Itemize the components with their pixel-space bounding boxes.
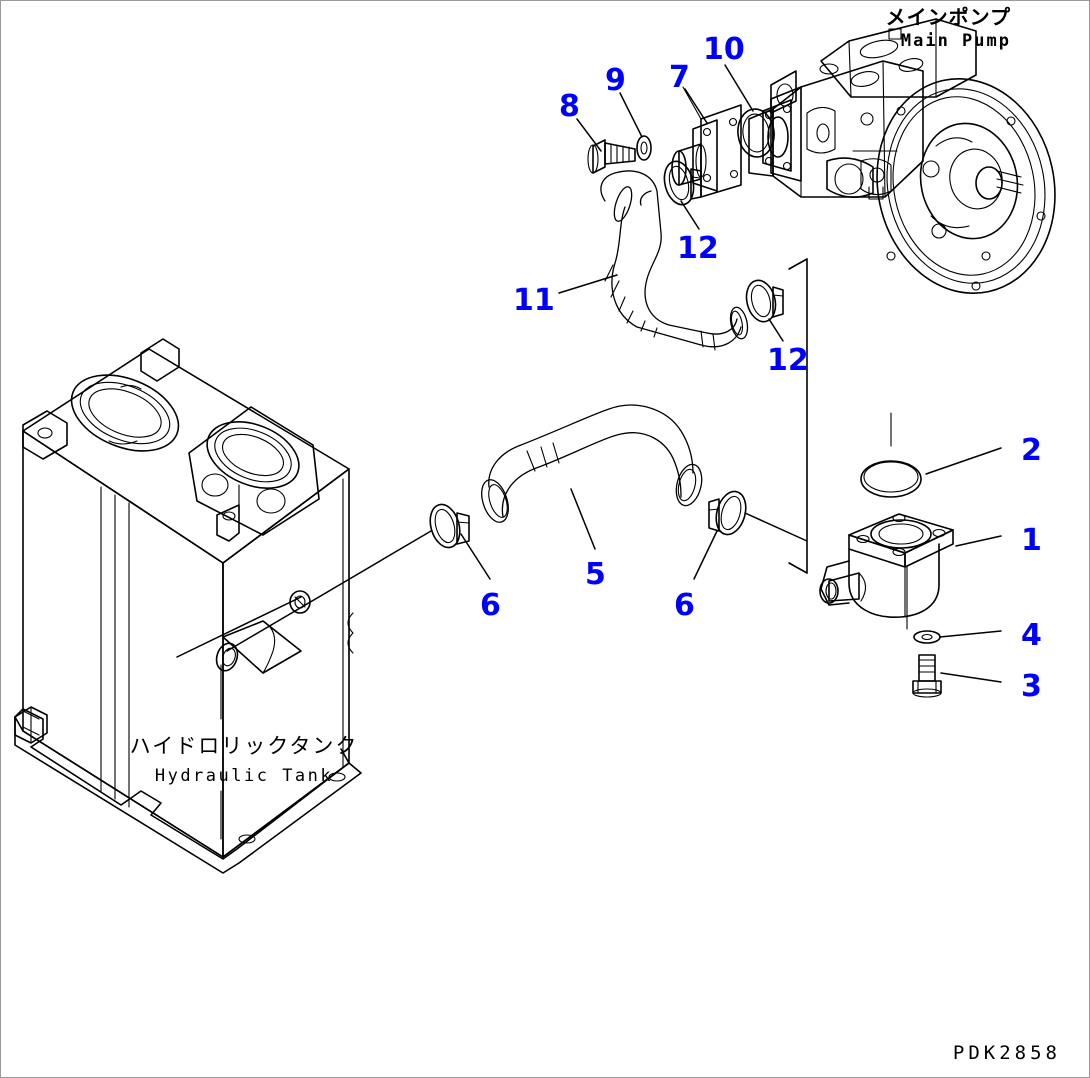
hydraulic-tank-label-jp: ハイドロリックタンク — [130, 734, 359, 758]
main-pump-assembly — [748, 18, 1056, 295]
hydraulic-tank-label-en: Hydraulic Tank — [155, 766, 333, 786]
mounting-bolt-part3 — [912, 654, 942, 698]
hydraulic-tank-label: ハイドロリックタンク Hydraulic Tank — [130, 734, 359, 786]
washer-part4 — [913, 630, 941, 644]
callout-1[interactable]: 1 — [1021, 523, 1042, 558]
callout-numbers: 1 2 3 4 5 6 6 7 8 9 10 11 12 12 — [480, 32, 1042, 704]
leader-2 — [925, 447, 1002, 475]
leader-6-right — [693, 530, 718, 580]
leader-5 — [570, 488, 596, 550]
main-pump-title-en: Main Pump — [901, 31, 1011, 51]
main-pump-title: メインポンプ Main Pump — [886, 5, 1011, 51]
leader-clamp6-to-strainer — [744, 512, 808, 542]
callout-6-right[interactable]: 6 — [674, 588, 695, 623]
hose-clamp-part12-upper — [663, 160, 702, 206]
hose-clamp-part12-lower — [745, 279, 784, 323]
suction-flange-elbow-part7 — [671, 86, 742, 198]
callout-10[interactable]: 10 — [703, 32, 745, 67]
hose-clamp-part6-left — [429, 503, 470, 549]
leader-3 — [940, 672, 1002, 683]
hydraulic-tank — [14, 338, 362, 874]
hose-clamp-part6-right — [708, 490, 747, 536]
flange-washer-part9 — [636, 135, 652, 161]
leader-6-left — [460, 533, 491, 580]
suction-hose-part5 — [481, 404, 703, 523]
o-ring-part2 — [860, 412, 922, 498]
callout-12-lower[interactable]: 12 — [767, 343, 809, 378]
callout-7[interactable]: 7 — [669, 60, 690, 95]
mounting-bracket-plate — [788, 258, 808, 574]
leader-12-upper — [680, 200, 700, 230]
callout-12-upper[interactable]: 12 — [677, 231, 719, 266]
callout-leader-lines — [176, 64, 1002, 683]
suction-hose-part11 — [600, 170, 749, 351]
callout-4[interactable]: 4 — [1021, 618, 1042, 653]
leader-7 — [684, 88, 708, 124]
leader-8 — [576, 118, 602, 152]
main-pump-title-jp: メインポンプ — [886, 5, 1011, 29]
callout-5[interactable]: 5 — [585, 557, 606, 592]
leader-4 — [939, 630, 1002, 638]
callout-9[interactable]: 9 — [605, 63, 626, 98]
leader-tank-port — [176, 596, 302, 658]
callout-6-left[interactable]: 6 — [480, 588, 501, 623]
leader-1 — [955, 535, 1002, 547]
drawing-number: PDK2858 — [953, 1042, 1061, 1064]
leader-10 — [724, 64, 754, 112]
leader-clamp6-to-tank-port — [226, 530, 432, 652]
leader-9 — [619, 92, 643, 138]
callout-2[interactable]: 2 — [1021, 433, 1042, 468]
o-ring-part10 — [737, 108, 775, 158]
leader-12-lower — [768, 318, 784, 342]
leader-11 — [558, 274, 618, 294]
suction-strainer-housing-part1 — [819, 513, 954, 630]
callout-11[interactable]: 11 — [513, 283, 555, 318]
callout-3[interactable]: 3 — [1021, 669, 1042, 704]
flange-bolt-part8 — [587, 139, 636, 174]
callout-8[interactable]: 8 — [559, 89, 580, 124]
